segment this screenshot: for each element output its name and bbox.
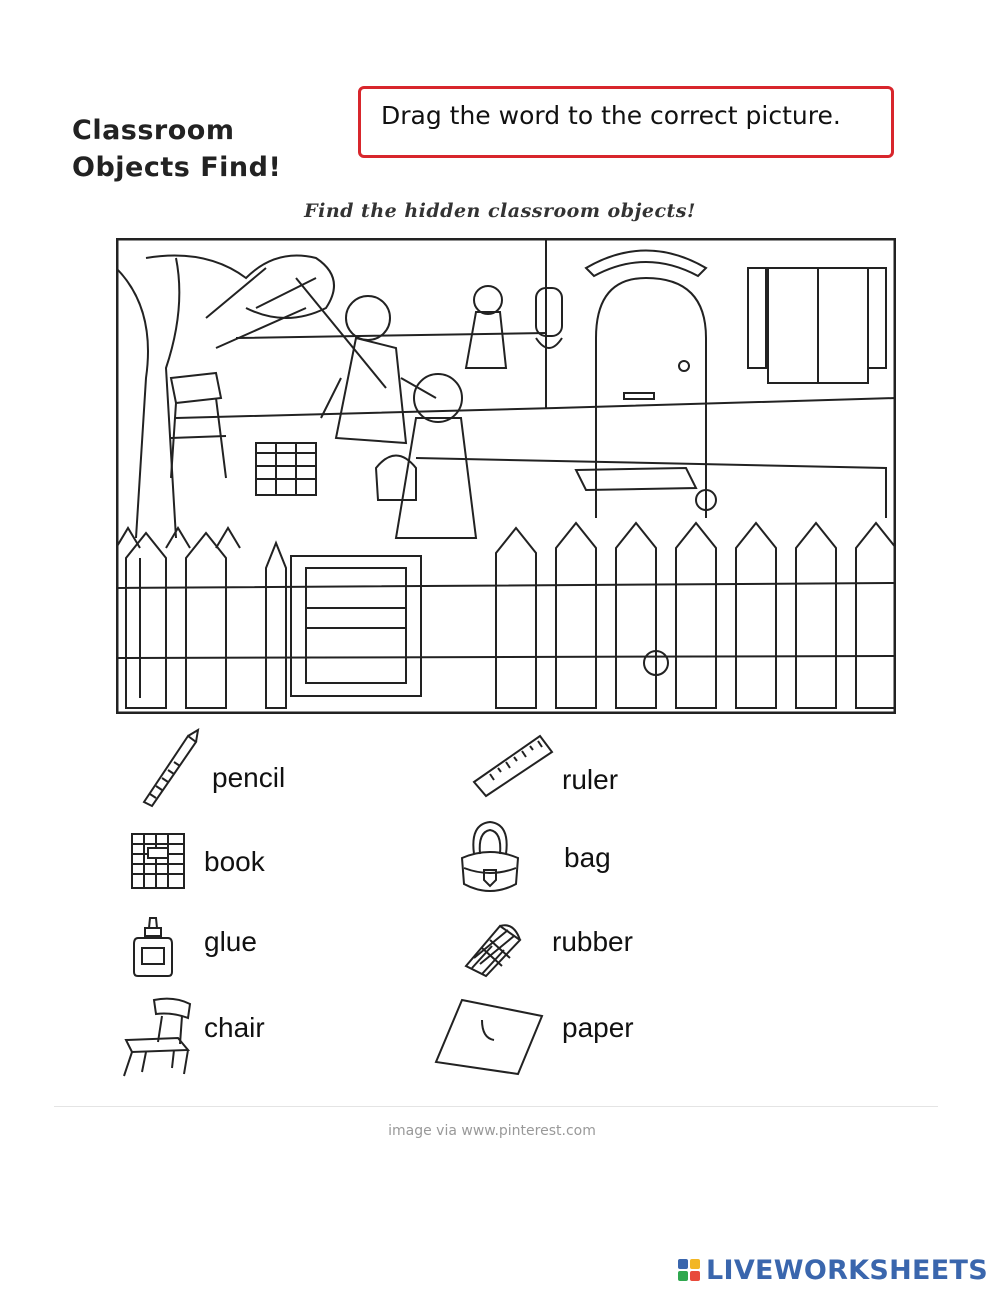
pencil-icon [142, 728, 200, 808]
liveworksheets-logo: LIVEWORKSHEETS [677, 1254, 988, 1286]
liveworksheets-logo-icon [677, 1259, 700, 1281]
hidden-objects-scene [116, 238, 896, 714]
bag-icon [460, 820, 520, 892]
title-line-2: Objects Find! [72, 152, 282, 183]
book-icon [131, 833, 185, 889]
chair-icon [123, 997, 192, 1077]
worksheet-title: Classroom Objects Find! [72, 112, 362, 186]
word-chair[interactable]: chair [204, 1012, 265, 1043]
word-paper[interactable]: paper [562, 1012, 634, 1043]
rubber-icon [464, 924, 522, 978]
word-book[interactable]: book [204, 846, 265, 877]
paper-icon [434, 998, 544, 1076]
title-line-1: Classroom [72, 115, 235, 146]
scene-subtitle: Find the hidden classroom objects! [304, 200, 696, 222]
brand-name: LIVEWORKSHEETS [705, 1254, 988, 1286]
word-pencil[interactable]: pencil [212, 762, 286, 793]
instruction-box: Drag the word to the correct picture. [358, 86, 894, 158]
glue-icon [133, 917, 173, 977]
word-ruler[interactable]: ruler [562, 764, 619, 795]
image-credit: image via www.pinterest.com [388, 1123, 596, 1139]
word-glue[interactable]: glue [204, 926, 257, 957]
word-rubber[interactable]: rubber [552, 926, 633, 957]
instruction-text: Drag the word to the correct picture. [381, 101, 841, 130]
footer-divider [54, 1106, 938, 1107]
word-bag[interactable]: bag [564, 842, 611, 873]
ruler-icon [472, 734, 554, 798]
